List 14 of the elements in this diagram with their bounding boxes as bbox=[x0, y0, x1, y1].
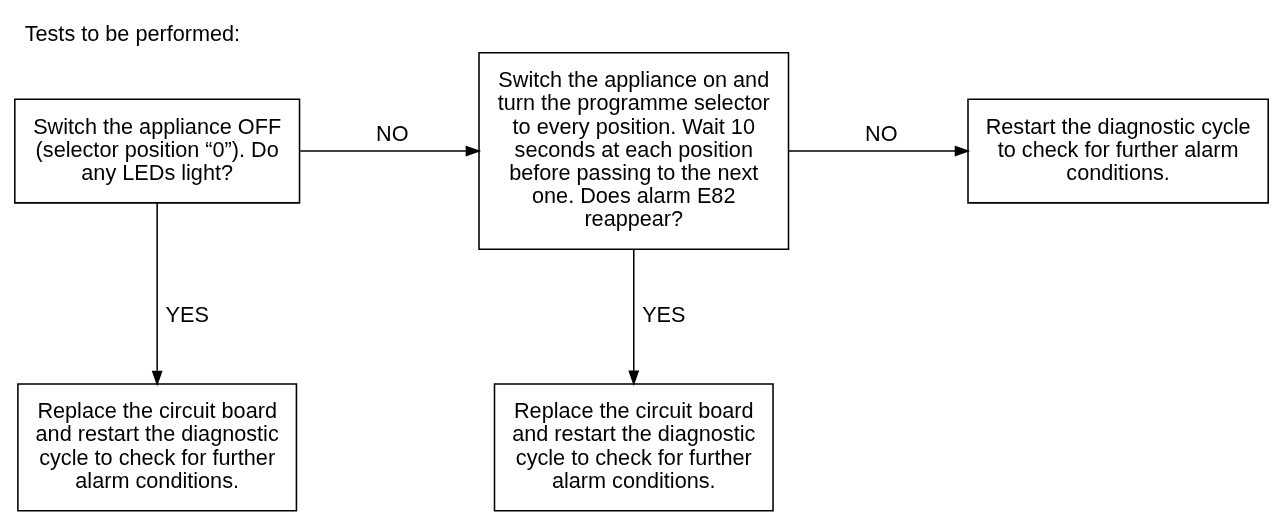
node-box: Replace the circuit board and restart the diagnostic cycle to check for further alarm conditions. bbox=[17, 382, 298, 512]
arrow bbox=[151, 201, 163, 386]
diagram-title: Tests to be performed: bbox=[24, 20, 241, 46]
arrow bbox=[299, 145, 482, 156]
arrow bbox=[788, 145, 971, 156]
edge-label: NO bbox=[376, 120, 409, 146]
node-box: Replace the circuit board and restart the diagnostic cycle to check for further alarm conditions. bbox=[493, 382, 774, 512]
node-box: Switch the appliance OFF (selector position “0”). Do any LEDs light? bbox=[14, 97, 301, 204]
edge-label: NO bbox=[865, 120, 898, 146]
node-box: Switch the appliance on and turn the programme selector to every position. Wait 10 seconds at each position before passing to the next one. Does alarm E82 reappear? bbox=[478, 51, 790, 250]
arrow bbox=[628, 248, 640, 386]
edge-label: YES bbox=[642, 301, 686, 327]
edge-label: YES bbox=[165, 301, 209, 327]
node-box: Restart the diagnostic cycle to check for further alarm conditions. bbox=[967, 97, 1269, 204]
